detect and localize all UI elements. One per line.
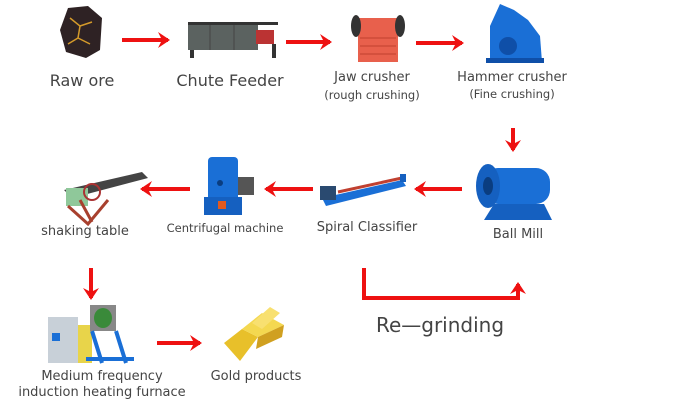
shaking-table-label: shaking table: [41, 224, 129, 239]
gold-products-label: Gold products: [210, 369, 302, 384]
arrow-regrinding-loop: [362, 268, 526, 300]
furnace-label: Medium frequency: [41, 369, 163, 384]
raw-ore-icon: [60, 6, 102, 58]
centrifugal-machine-icon: [204, 157, 254, 215]
ball-mill-icon: [476, 164, 552, 220]
raw-ore-label: Raw ore: [49, 71, 115, 90]
regrinding-label: Re—grinding: [375, 313, 505, 337]
jaw-crusher-sublabel: (rough crushing): [324, 88, 420, 102]
shaking-table-icon: [64, 172, 148, 226]
induction-furnace-icon: [48, 305, 134, 364]
hammer-crusher-sublabel: (Fine crushing): [469, 87, 555, 101]
furnace-sublabel: induction heating furnace: [18, 385, 186, 400]
hammer-crusher-label: Hammer crusher: [457, 70, 567, 85]
centrifugal-machine-label: Centrifugal machine: [166, 221, 284, 235]
chute-feeder-icon: [188, 22, 278, 58]
jaw-crusher-label: Jaw crusher: [334, 70, 410, 85]
gold-bars-icon: [224, 307, 284, 361]
hammer-crusher-icon: [486, 4, 544, 63]
spiral-classifier-label: Spiral Classifier: [316, 220, 418, 235]
jaw-crusher-icon: [351, 15, 405, 62]
spiral-classifier-icon: [320, 174, 406, 206]
ball-mill-label: Ball Mill: [492, 227, 544, 242]
chute-feeder-label: Chute Feeder: [176, 71, 284, 90]
